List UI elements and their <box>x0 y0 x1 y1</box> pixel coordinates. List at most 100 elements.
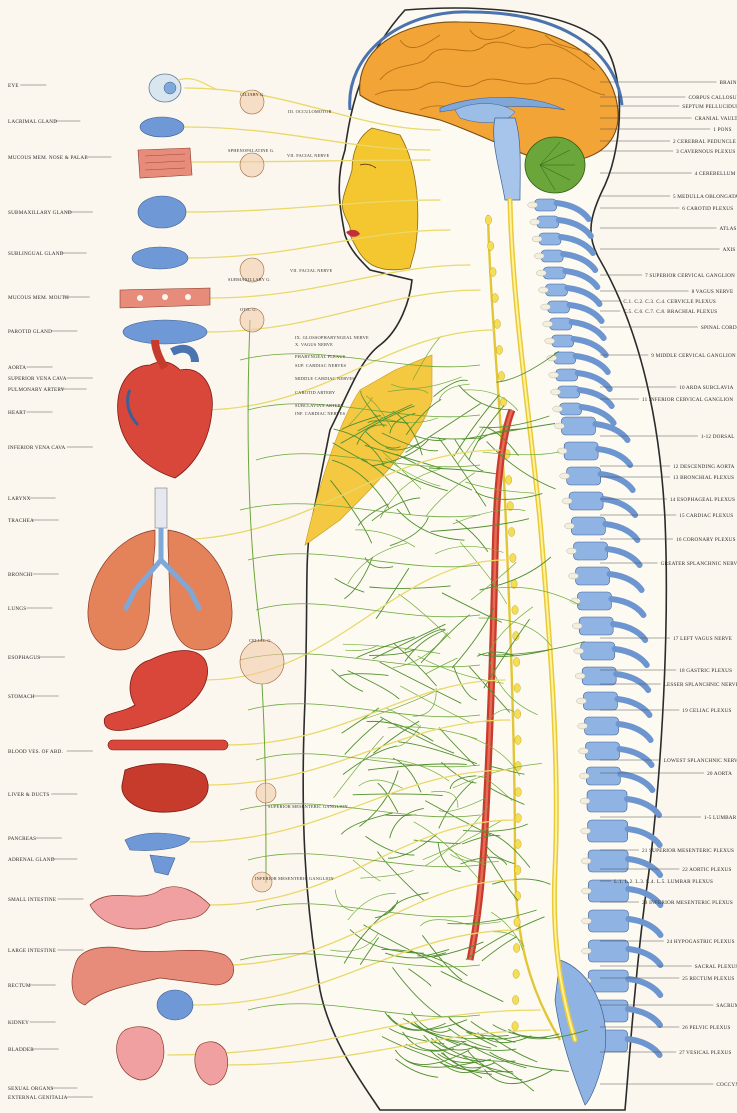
pathway-label: VII. FACIAL NERVE <box>290 268 333 273</box>
pathway-label: INFERIOR MESENTERIC GANGLION <box>255 876 334 881</box>
inferior-mesenteric-ganglion <box>252 872 272 892</box>
organ-mouth-mucosa <box>120 288 210 308</box>
left-label: ADRENAL GLAND <box>8 857 55 863</box>
right-label: 14 ESOPHAGEAL PLEXUS <box>670 497 735 503</box>
right-label: 22 AORTIC PLEXUS <box>682 867 731 873</box>
right-label: 16 CORONARY PLEXUS <box>676 537 736 543</box>
left-label: STOMACH <box>8 694 35 700</box>
right-label: 11 INFERIOR CERVICAL GANGLION <box>642 397 733 403</box>
right-label: 25 RECTUM PLEXUS <box>682 976 734 982</box>
left-label: LARYNX <box>8 496 31 502</box>
organ-sublingual-gland <box>132 247 188 269</box>
right-label: AXIS <box>723 247 736 253</box>
pathway-label: X. VAGUS NERVE <box>295 342 333 347</box>
right-label: BRAIN <box>720 80 737 86</box>
organ-kidney <box>157 990 193 1020</box>
right-label: 4 CEREBELLUM <box>695 171 736 177</box>
organ-lacrimal-gland <box>140 117 184 137</box>
left-label: PAROTID GLAND <box>8 329 52 335</box>
left-label: ESOPHAGUS <box>8 655 40 661</box>
right-label: 13 BRONCHIAL PLEXUS <box>673 475 734 481</box>
right-label: 1-5 LUMBAR <box>704 815 737 821</box>
pathway-label: III. OCCULOMOTOR <box>288 109 332 114</box>
left-label: EYE <box>8 83 19 89</box>
left-label: SUPERIOR VENA CAVA <box>8 376 67 382</box>
pathway-label: SUPERIOR MESENTERIC GANGLION <box>268 804 348 809</box>
right-label: SACRAL PLEXUS <box>695 964 737 970</box>
right-label: 2 CEREBRAL PEDUNCLE <box>673 139 736 145</box>
right-label: 12 DESCENDING AORTA <box>673 464 735 470</box>
superior-mesenteric-ganglion <box>256 783 276 803</box>
right-label: LOWEST SPLANCHNIC NERVE <box>664 758 737 764</box>
left-label: MUCOUS MEM. MOUTH <box>8 295 69 301</box>
pathway-label: MIDDLE CARDIAC NERVES <box>295 376 355 381</box>
left-label: INFERIOR VENA CAVA <box>8 445 66 451</box>
organ-liver <box>122 764 208 813</box>
left-label: AORTA <box>8 365 26 371</box>
left-label: MUCOUS MEM. NOSE & PALAE <box>8 155 88 161</box>
organ-blood-vessels-abd <box>108 740 228 750</box>
right-label: 1-12 DORSAL <box>701 434 735 440</box>
right-label: 3 CAVERNOUS PLEXUS <box>676 149 735 155</box>
pathway-label: CAROTID ARTERY <box>295 390 336 395</box>
left-label: SEXUAL ORGANS <box>8 1086 54 1092</box>
organ-parotid-gland <box>123 320 207 344</box>
right-label: 19 CELIAC PLEXUS <box>682 708 731 714</box>
right-label: SEPTUM PELLUCIDUM <box>682 104 737 110</box>
pathway-label: SUBCLAVIAN ARTERY <box>295 403 345 408</box>
left-label: SMALL INTESTINE <box>8 897 56 903</box>
right-label: GREATER SPLANCHNIC NERVE <box>661 561 737 567</box>
left-label: BLOOD VES. OF ABD. <box>8 749 63 755</box>
pathway-label: VII. FACIAL NERVE <box>287 153 330 158</box>
right-label: 8 VAGUS NERVE <box>692 289 734 295</box>
left-label: SUBLINGUAL GLAND <box>8 251 64 257</box>
left-label: BRONCHI <box>8 572 33 578</box>
right-label: 20 AORTA <box>707 771 732 777</box>
right-label: LESSER SPLANCHNIC NERVE <box>664 682 737 688</box>
left-label: TRACHEA <box>8 518 34 524</box>
organ-submaxillary-gland <box>138 196 186 228</box>
left-label: LUNGS <box>8 606 26 612</box>
right-label: COCCYX <box>716 1082 737 1088</box>
pathway-label: SPHENOPALATINE G. <box>228 148 274 153</box>
right-label: 17 LEFT VAGUS NERVE <box>673 636 732 642</box>
right-label: 9 MIDDLE CERVICAL GANGLION <box>651 353 736 359</box>
pathway-label: IX. GLOSSOPHARYNGEAL NERVE <box>295 335 369 340</box>
pathway-label: PHARYNGEAL PLEXUS <box>295 354 346 359</box>
left-label: PANCREAS <box>8 836 36 842</box>
right-label: 27 VESICAL PLEXUS <box>679 1050 731 1056</box>
left-label: KIDNEY <box>8 1020 29 1026</box>
right-label: 7 SUPERIOR CERVICAL GANGLION <box>645 273 735 279</box>
right-label: 23 INFERIOR MESENTERIC PLEXUS <box>642 900 733 906</box>
pathway-label: CELIAC G. <box>249 638 272 643</box>
right-label: 15 CARDIAC PLEXUS <box>679 513 733 519</box>
pathway-label: SUBMAXILLARY G. <box>228 277 271 282</box>
right-label: L.1. L.2. L.3. L.4. L.5. LUMBAR PLEXUS <box>614 879 713 885</box>
right-label: C.1. C.2. C.3. C.4. CERVICLE PLEXUS <box>623 299 716 305</box>
right-label: 1 PONS <box>713 127 731 133</box>
right-label: SPINAL CORD <box>701 325 737 331</box>
pathway-label: SUP. CARDIAC NERVES <box>295 363 347 368</box>
left-label: PULMONARY ARTERY <box>8 387 65 393</box>
right-label: 5 MEDULLA OBLONGATA <box>673 194 737 200</box>
right-label: SACRUM <box>716 1003 737 1009</box>
pathway-label: OTIC G. <box>240 307 257 312</box>
right-label: C.5. C.6. C.7. C.8. BRACHIAL PLEXUS <box>623 309 717 315</box>
celiac-ganglion <box>240 640 284 684</box>
organ-nose-mucosa <box>138 148 192 178</box>
right-label: CORPUS CALLOSUM <box>689 95 737 101</box>
right-label: CRANIAL VAULT <box>695 116 737 122</box>
left-label: SUBMAXILLARY GLAND <box>8 210 72 216</box>
right-label: 26 PELVIC PLEXUS <box>682 1025 730 1031</box>
right-label: 18 GASTRIC PLEXUS <box>679 668 732 674</box>
right-label: 10 ARDA SUBCLAVIA <box>679 385 733 391</box>
left-label: LARGE INTESTINE <box>8 948 56 954</box>
left-label: BLADDER <box>8 1047 34 1053</box>
left-label: LACRIMAL GLAND <box>8 119 57 125</box>
left-label: RECTUM <box>8 983 31 989</box>
left-label: HEART <box>8 410 27 416</box>
sphenopalatine-ganglion <box>240 153 264 177</box>
right-label: ATLAS <box>720 226 737 232</box>
